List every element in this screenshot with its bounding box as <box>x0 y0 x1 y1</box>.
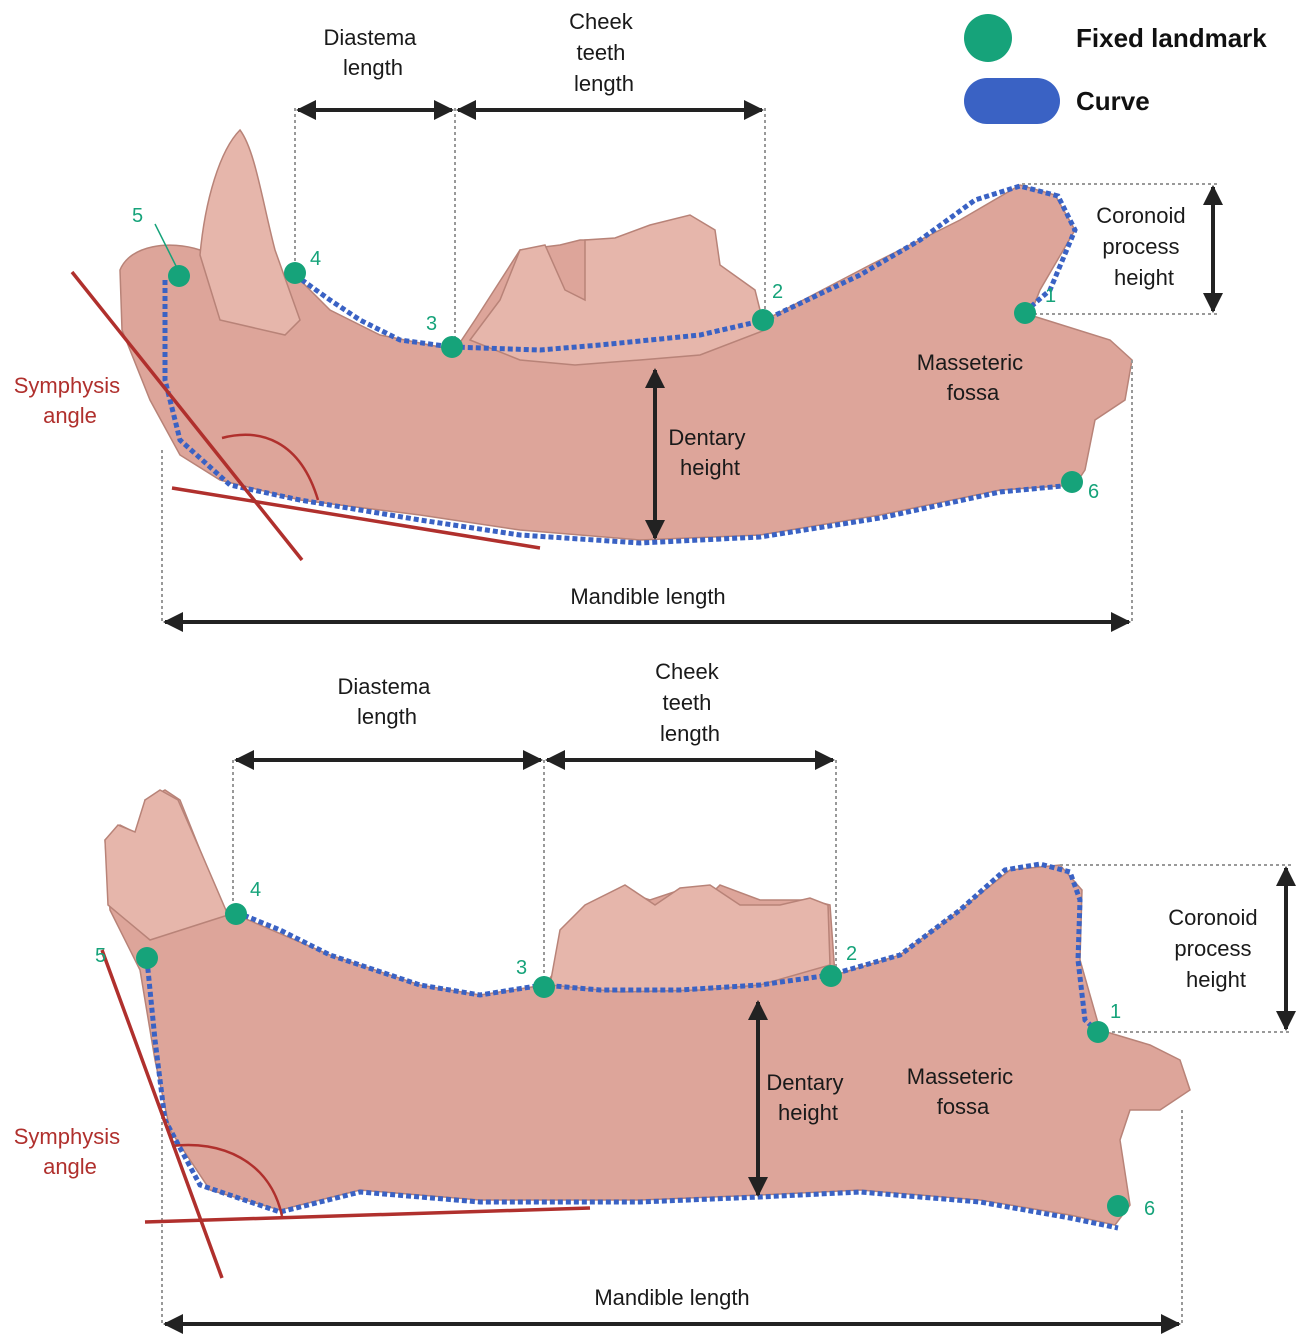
top-landmark-2 <box>752 309 774 331</box>
bottom-coronoid-label: Coronoid process height <box>1168 905 1263 992</box>
bottom-symphysis-line-b <box>145 1208 590 1222</box>
bottom-landmark-4 <box>225 903 247 925</box>
top-landmark-3 <box>441 336 463 358</box>
legend-curve-label: Curve <box>1076 86 1150 116</box>
bottom-diastema-label: Diastema length <box>337 674 436 729</box>
bottom-cheek-label: Cheek teeth length <box>655 659 725 746</box>
bottom-mandible: 1 2 3 4 5 6 Diastema length Cheek teeth … <box>14 659 1292 1324</box>
bottom-landmark-label-5: 5 <box>95 945 106 967</box>
bottom-mandible-label: Mandible length <box>594 1285 749 1310</box>
top-cheek-teeth <box>470 215 765 365</box>
legend-landmark-label: Fixed landmark <box>1076 23 1267 53</box>
bottom-landmark-label-2: 2 <box>846 943 857 965</box>
top-mandible-label: Mandible length <box>570 584 725 609</box>
top-landmark-5 <box>168 265 190 287</box>
top-canine-tooth <box>200 130 300 335</box>
top-landmark-label-5: 5 <box>132 205 143 227</box>
top-landmark-label-1: 1 <box>1045 285 1056 307</box>
top-landmark-1 <box>1014 302 1036 324</box>
bottom-landmark-5 <box>136 947 158 969</box>
top-diastema-label: Diastema length <box>323 25 422 80</box>
top-landmark-label-2: 2 <box>772 281 783 303</box>
bottom-landmark-3 <box>533 976 555 998</box>
top-landmark-label-3: 3 <box>426 313 437 335</box>
top-landmark-6 <box>1061 471 1083 493</box>
bottom-landmark-label-3: 3 <box>516 957 527 979</box>
top-landmark-label-4: 4 <box>310 248 321 270</box>
top-cheek-label: Cheek teeth length <box>569 9 639 96</box>
bottom-landmark-1 <box>1087 1021 1109 1043</box>
legend-landmark-icon <box>964 14 1012 62</box>
bottom-landmark-label-6: 6 <box>1144 1198 1155 1220</box>
bottom-bone-body <box>105 790 1190 1225</box>
bottom-landmark-6 <box>1107 1195 1129 1217</box>
top-coronoid-label: Coronoid process height <box>1096 203 1191 290</box>
top-landmark-label-6: 6 <box>1088 481 1099 503</box>
bottom-landmark-label-1: 1 <box>1110 1001 1121 1023</box>
bottom-symphysis-label: Symphysis angle <box>14 1124 126 1179</box>
bottom-landmark-label-4: 4 <box>250 879 261 901</box>
top-landmark-4 <box>284 262 306 284</box>
bottom-landmark-2 <box>820 965 842 987</box>
top-symphysis-label: Symphysis angle <box>14 373 126 428</box>
legend-curve-icon <box>964 78 1060 124</box>
legend: Fixed landmark Curve <box>964 14 1267 124</box>
bottom-incisor-teeth <box>105 790 228 940</box>
